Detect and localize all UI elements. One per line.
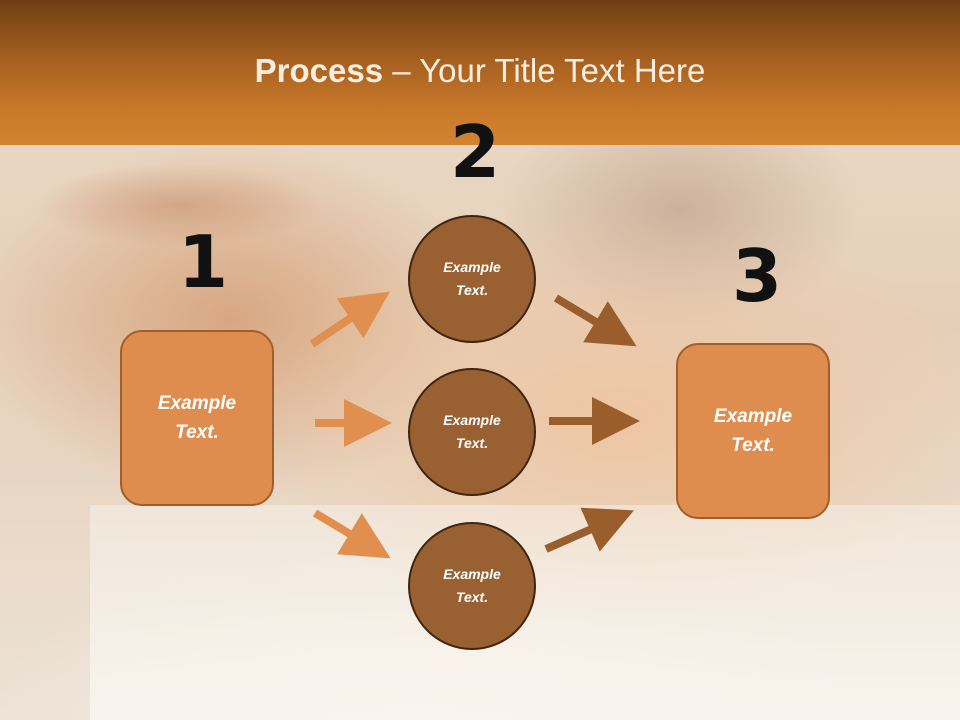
step-2-circle-middle: Example Text. [408, 368, 536, 496]
step-3-label: Example Text. [713, 406, 793, 456]
step-2-label-top: Example Text. [443, 259, 501, 298]
title-bold: Process [254, 52, 384, 89]
arrow-2c-to-3 [544, 507, 634, 553]
background-hands [0, 145, 380, 255]
arrow-1-to-2a [309, 291, 390, 348]
step-number-1: 1 [178, 220, 229, 304]
title-bar: Process – Your Title Text Here [0, 0, 960, 145]
step-1-label: Example Text. [157, 393, 237, 443]
step-2-label-middle: Example Text. [443, 412, 501, 451]
step-2-circle-top: Example Text. [408, 215, 536, 343]
arrow-2a-to-3 [553, 294, 637, 347]
title-rest: – Your Title Text Here [383, 52, 706, 89]
step-number-3: 3 [732, 234, 783, 318]
step-1-box: Example Text. [120, 330, 274, 506]
step-2-circle-bottom: Example Text. [408, 522, 536, 650]
slide-title: Process – Your Title Text Here [0, 52, 960, 90]
step-3-box: Example Text. [676, 343, 830, 519]
arrow-1-to-2c [312, 509, 391, 559]
step-2-label-bottom: Example Text. [443, 566, 501, 605]
step-number-2: 2 [450, 110, 501, 194]
